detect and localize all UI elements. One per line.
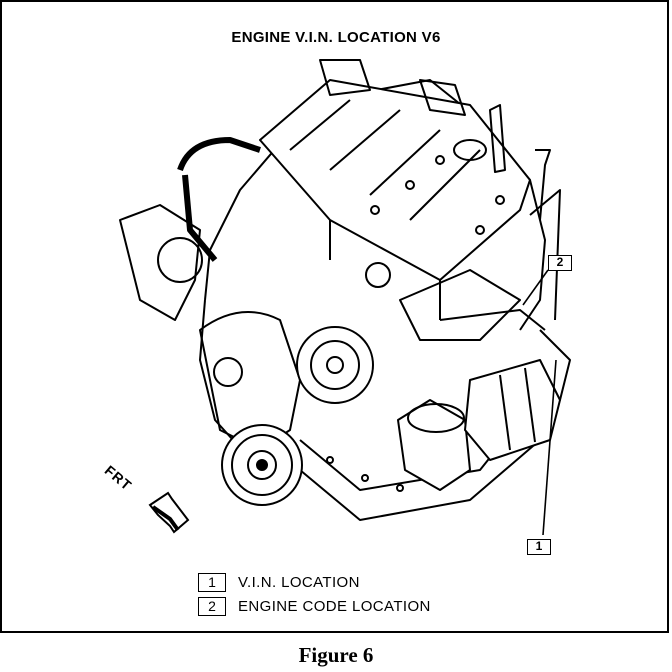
callout-2-leader — [522, 269, 549, 306]
figure-frame — [0, 0, 669, 633]
legend-text: V.I.N. LOCATION — [238, 573, 360, 591]
figure-caption: Figure 6 — [298, 643, 374, 667]
front-arrow-icon — [148, 491, 190, 534]
legend-item: 2 ENGINE CODE LOCATION — [198, 595, 431, 617]
callout-1-leader — [542, 359, 557, 536]
diagram-title: ENGINE V.I.N. LOCATION V6 — [231, 29, 441, 46]
callout-2: 2 — [548, 255, 572, 271]
legend-text: ENGINE CODE LOCATION — [238, 597, 431, 615]
legend-item: 1 V.I.N. LOCATION — [198, 571, 360, 593]
callout-1: 1 — [527, 539, 551, 555]
legend-number: 2 — [198, 596, 226, 616]
legend-number: 1 — [198, 572, 226, 592]
